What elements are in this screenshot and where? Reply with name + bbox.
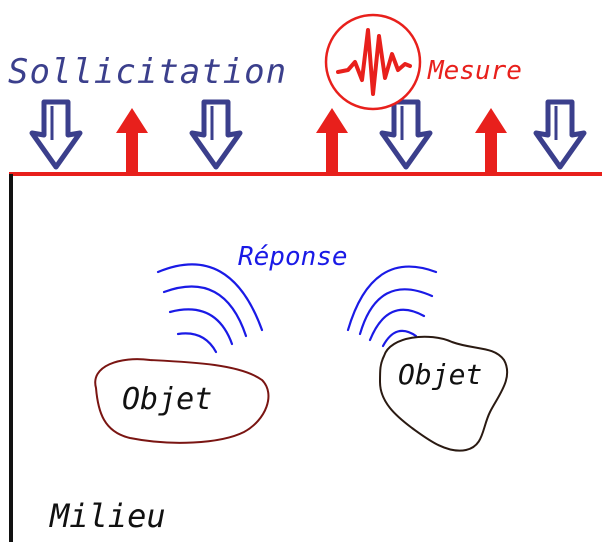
down-arrow-icon (189, 99, 243, 170)
objet-left-label: Objet (122, 382, 213, 417)
down-arrow-icon (379, 99, 433, 170)
signal-wave-icon (324, 13, 422, 111)
mesure-label: Mesure (428, 56, 522, 86)
up-arrow-icon (316, 108, 348, 172)
response-waves-left (156, 263, 264, 354)
sollicitation-label: Sollicitation (8, 52, 288, 92)
down-arrow-icon (29, 99, 83, 170)
down-arrow-icon (533, 99, 587, 170)
object-left-outline (94, 358, 270, 444)
milieu-label: Milieu (50, 497, 166, 535)
up-arrow-icon (475, 108, 507, 172)
objet-right-label: Objet (398, 358, 483, 391)
up-arrow-icon (116, 108, 148, 172)
object-right-outline (378, 335, 509, 452)
reponse-label: Réponse (238, 242, 348, 272)
response-waves-right (346, 265, 438, 348)
